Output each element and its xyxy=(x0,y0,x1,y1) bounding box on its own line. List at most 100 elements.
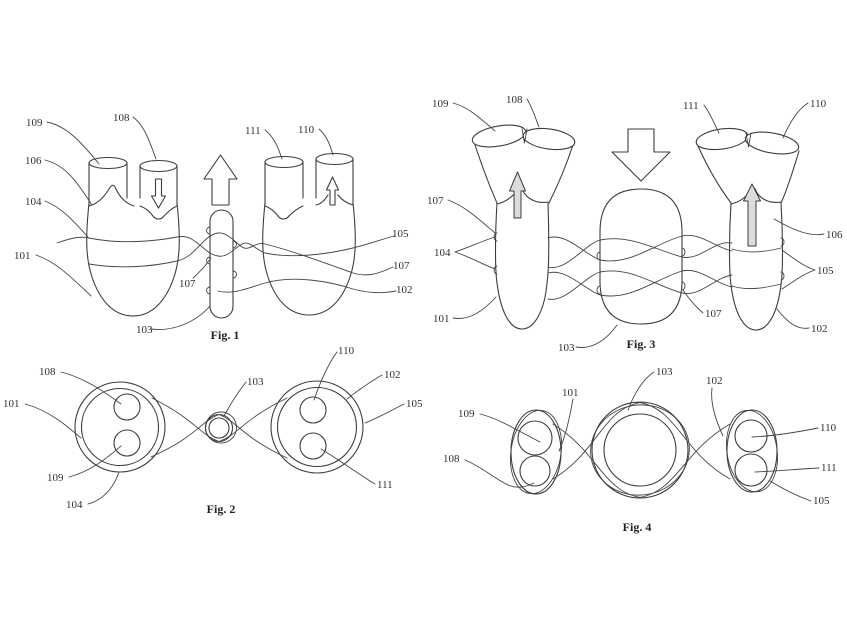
fig3-label-109: 109 xyxy=(432,98,449,110)
leader-line xyxy=(364,403,405,424)
lobe-outer-ring xyxy=(726,409,778,493)
fig3-label-107-left: 107 xyxy=(427,195,444,207)
fig1-label-106: 106 xyxy=(25,155,42,167)
flap-notch xyxy=(745,132,752,148)
leader-line xyxy=(782,102,809,139)
tube-section xyxy=(113,429,141,457)
fig2-labels: 108 101 109 104 103 110 102 105 111 Fig.… xyxy=(3,345,423,516)
vessel-body xyxy=(494,202,550,330)
cord-wrap-stripes xyxy=(599,235,683,297)
fig4-label-108: 108 xyxy=(443,453,460,465)
leader-line xyxy=(68,445,122,478)
fig3-label-110: 110 xyxy=(810,98,827,110)
leader-line xyxy=(44,200,89,238)
fig1-label-109: 109 xyxy=(26,117,43,129)
fig1-cords xyxy=(56,232,397,294)
fig2-label-104: 104 xyxy=(66,499,83,511)
fig1-label-107: 107 xyxy=(393,260,410,272)
fig1-leader-lines xyxy=(35,116,334,330)
fig4-label-109: 109 xyxy=(458,408,475,420)
fig2-leader-lines xyxy=(24,351,405,505)
leader-line xyxy=(60,371,122,405)
leader-line xyxy=(464,459,535,488)
cord-strand xyxy=(552,402,731,480)
flap-top xyxy=(744,131,800,155)
leader-line xyxy=(452,102,496,132)
tube-section xyxy=(113,393,141,421)
lobe-outer-ring xyxy=(74,381,166,473)
fig3-label-106: 106 xyxy=(826,229,843,241)
fig1-right-vessel xyxy=(262,152,356,316)
leader-line xyxy=(320,448,376,485)
cord-pinch-loops xyxy=(780,237,785,281)
leader-line xyxy=(318,128,334,156)
leader-line xyxy=(627,371,655,411)
fill-line xyxy=(88,184,178,220)
vessel-body xyxy=(728,202,784,331)
fig4-label-105: 105 xyxy=(813,495,830,507)
fig3-cords xyxy=(547,234,782,300)
cord-strand xyxy=(681,269,733,294)
fig1-center-post xyxy=(203,154,238,319)
fig4-label-110: 110 xyxy=(820,422,837,434)
leader-line xyxy=(44,159,93,206)
leader-line xyxy=(776,308,810,329)
lobe-outer-ring xyxy=(510,409,562,495)
tube-section xyxy=(734,453,768,487)
lobe-outer-ring xyxy=(270,380,364,474)
cord-strand xyxy=(150,414,288,459)
fig2-label-105: 105 xyxy=(406,398,423,410)
cord-strand xyxy=(731,247,782,290)
funnel-side xyxy=(473,141,574,204)
tube-section xyxy=(519,455,551,487)
leader-line xyxy=(132,116,157,160)
leader-line xyxy=(452,296,497,319)
fill-line xyxy=(264,194,354,220)
fig4-caption: Fig. 4 xyxy=(623,520,652,534)
up-arrow-icon xyxy=(325,176,340,206)
fig2-label-101: 101 xyxy=(3,398,20,410)
cord-pinch-loops xyxy=(206,226,237,295)
fig1-label-108: 108 xyxy=(113,112,130,124)
fig1-caption: Fig. 1 xyxy=(211,328,240,342)
fig3-label-111: 111 xyxy=(683,100,699,112)
leader-line xyxy=(192,257,212,279)
flap-notch xyxy=(521,128,528,144)
leader-line xyxy=(703,104,720,134)
tube-top xyxy=(315,152,354,166)
cord-strand xyxy=(88,232,394,276)
tube-side xyxy=(88,162,178,206)
vessel-body xyxy=(262,202,356,316)
figure-4: 101 103 102 109 108 110 111 105 Fig. 4 xyxy=(443,366,837,534)
leader-line xyxy=(575,324,618,348)
fig2-label-111: 111 xyxy=(377,479,393,491)
cord-strand xyxy=(217,278,397,294)
leader-line xyxy=(264,129,283,160)
fig2-label-109: 109 xyxy=(47,472,64,484)
fig2-label-108: 108 xyxy=(39,366,56,378)
leader-line xyxy=(754,467,820,473)
leader-line xyxy=(682,289,704,314)
tube-section xyxy=(299,396,327,424)
fig4-label-111: 111 xyxy=(821,462,837,474)
fig2-center-post-section xyxy=(204,411,237,444)
leader-line xyxy=(346,374,383,400)
fig3-leader-lines xyxy=(447,98,825,348)
fig2-label-110: 110 xyxy=(338,345,355,357)
fig2-right-lobe xyxy=(270,380,364,474)
cord-strand xyxy=(56,235,395,257)
leader-line xyxy=(711,387,724,437)
tube-top xyxy=(264,155,304,169)
center-capsule xyxy=(209,209,234,319)
fig4-label-102: 102 xyxy=(706,375,723,387)
cord-strand xyxy=(151,397,288,442)
post-outer-ring xyxy=(591,401,689,499)
cord-strand xyxy=(547,236,601,269)
fig3-label-103: 103 xyxy=(558,342,575,354)
leader-line xyxy=(769,480,812,502)
fig4-center-post-section xyxy=(590,401,690,499)
fig1-label-101: 101 xyxy=(14,250,31,262)
leader-line xyxy=(454,236,496,270)
